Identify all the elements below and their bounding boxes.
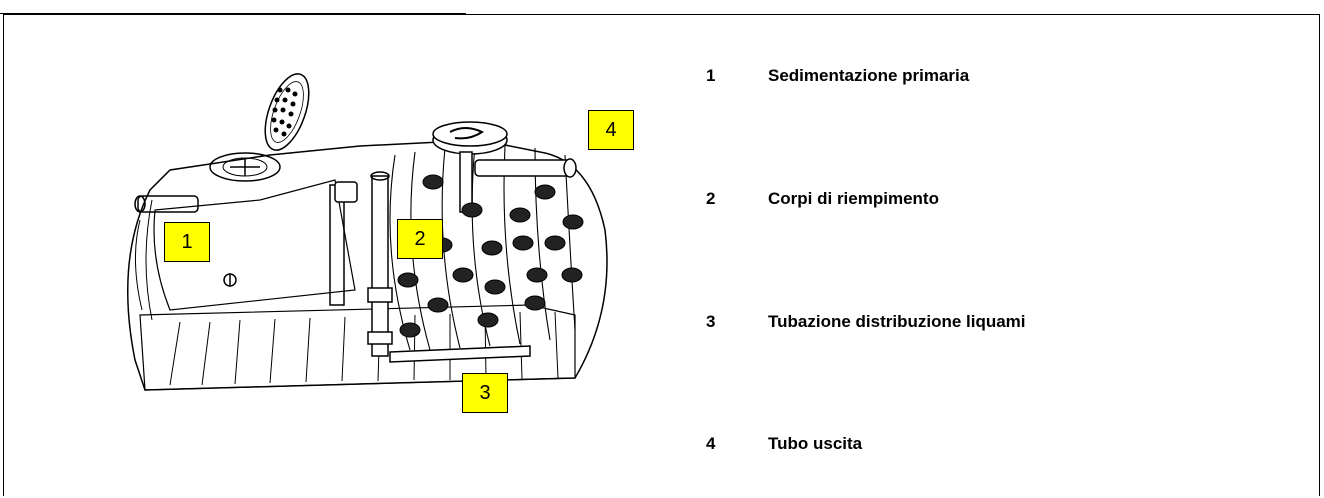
inlet-pipe [137, 195, 199, 213]
callout-2: 2 [397, 219, 443, 259]
legend-number: 2 [706, 189, 716, 208]
legend-label: Tubazione distribuzione liquami [768, 312, 1026, 331]
hinged-lid [264, 73, 310, 151]
legend-label: Tubo uscita [768, 434, 863, 453]
outlet-pipe [474, 159, 571, 177]
sedimentation-chamber [153, 179, 356, 311]
filling-bodies [397, 174, 584, 338]
distribution-pipe [389, 345, 531, 363]
legend-number: 1 [706, 66, 716, 85]
callout-4: 4 [588, 110, 634, 150]
vertical-pipe-main [371, 175, 389, 357]
legend-number: 3 [706, 312, 716, 331]
tank-drawing [126, 73, 608, 391]
header-rule [0, 13, 466, 14]
legend-label: Sedimentazione primaria [768, 66, 970, 85]
figure-frame [3, 14, 1320, 496]
inspection-riser-left [209, 152, 281, 182]
callout-1: 1 [164, 222, 210, 262]
legend-label: Corpi di riempimento [768, 189, 939, 208]
left-fins [135, 199, 153, 321]
callout-3: 3 [462, 373, 508, 413]
legend-number: 4 [706, 434, 716, 453]
base-frame [139, 304, 576, 391]
lid-holes [271, 87, 298, 137]
vertical-pipe-left [329, 184, 345, 306]
tank-body-outline [126, 139, 608, 391]
